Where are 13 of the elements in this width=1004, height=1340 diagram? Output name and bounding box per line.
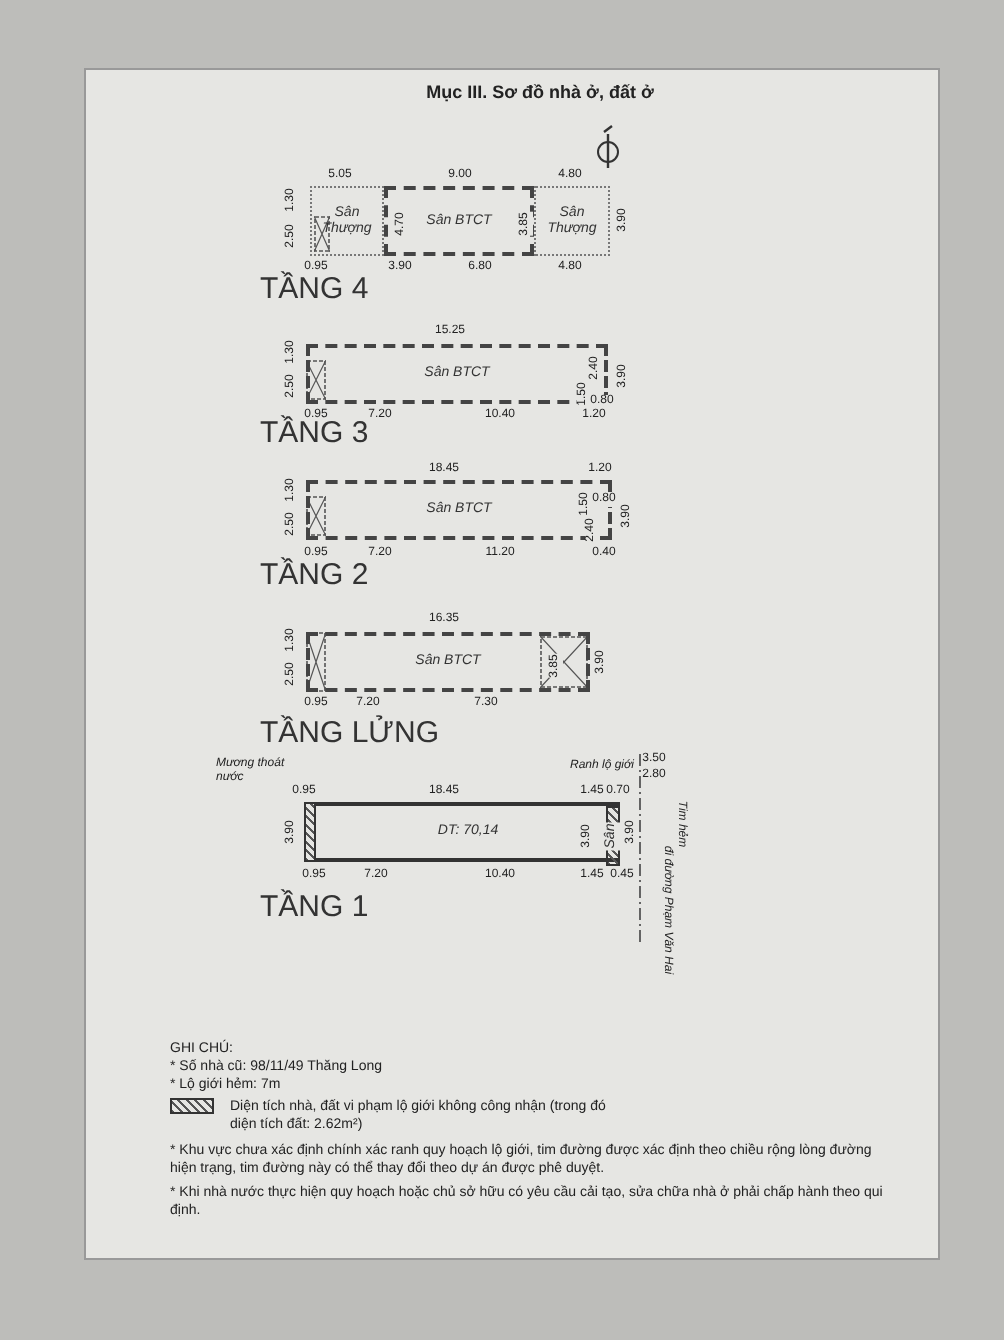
- roof-terrace-area: [534, 186, 610, 256]
- floor-plan: [306, 632, 590, 692]
- floor-plan: [316, 802, 620, 862]
- floor-heading: TẦNG 1: [260, 892, 371, 924]
- title: Mục III. Sơ đồ nhà ở, đất ở: [424, 80, 656, 106]
- floor-heading: TẦNG 4: [260, 274, 371, 306]
- floor-heading: TẦNG LỬNG: [260, 718, 441, 750]
- floor-heading: TẦNG 2: [260, 560, 371, 592]
- hatched-strip: [606, 806, 620, 866]
- floor-heading: TẦNG 3: [260, 418, 369, 450]
- roof-terrace-area: [310, 186, 384, 256]
- floor-plan: [306, 480, 612, 540]
- concrete-slab-area: [384, 186, 534, 256]
